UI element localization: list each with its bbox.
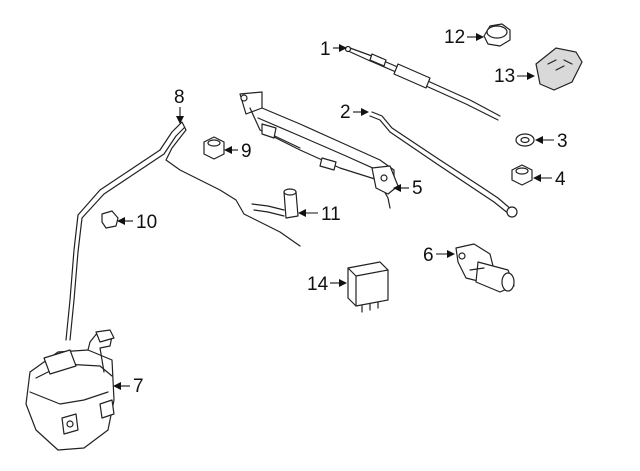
callout-3: 3 xyxy=(535,131,568,152)
callout-9: 9 xyxy=(224,141,252,162)
callout-label: 8 xyxy=(174,87,185,108)
callout-4: 4 xyxy=(533,169,566,190)
callout-label: 11 xyxy=(321,204,341,225)
callout-10: 10 xyxy=(117,212,157,233)
washer-hose-icon xyxy=(65,121,301,341)
callout-label: 12 xyxy=(444,27,465,48)
relay-module-icon xyxy=(347,261,389,313)
callout-label: 13 xyxy=(494,66,515,87)
elbow-connector-icon xyxy=(251,188,299,219)
callout-label: 4 xyxy=(555,169,566,190)
callout-label: 9 xyxy=(241,141,252,162)
washer-reservoir-icon xyxy=(25,329,115,451)
callout-label: 5 xyxy=(412,178,423,199)
callout-11: 11 xyxy=(298,204,341,225)
callout-label: 6 xyxy=(423,245,434,266)
grommet-icon xyxy=(101,210,119,229)
pivot-cover-icon xyxy=(535,47,583,91)
wiper-motor-icon xyxy=(455,243,515,293)
callout-12: 12 xyxy=(444,27,484,48)
cap-icon xyxy=(483,23,511,47)
callout-label: 2 xyxy=(340,102,351,123)
callout-label: 1 xyxy=(320,39,331,60)
callout-1: 1 xyxy=(320,39,347,60)
wiper-blade-icon xyxy=(344,45,501,121)
callout-8: 8 xyxy=(174,87,185,124)
callout-2: 2 xyxy=(340,102,369,123)
callout-13: 13 xyxy=(494,66,535,87)
callout-5: 5 xyxy=(393,178,423,199)
callout-14: 14 xyxy=(307,274,347,295)
callout-7: 7 xyxy=(113,376,144,397)
wiper-arm-icon xyxy=(369,111,518,218)
nut-icon xyxy=(203,136,225,160)
callout-label: 7 xyxy=(133,376,144,397)
callout-6: 6 xyxy=(423,245,455,266)
washer-ring-icon xyxy=(515,133,535,147)
linkage-assembly-icon xyxy=(239,91,399,209)
callout-label: 3 xyxy=(557,131,568,152)
nut-icon xyxy=(511,164,533,186)
callout-label: 14 xyxy=(307,274,329,295)
callout-label: 10 xyxy=(136,212,157,233)
